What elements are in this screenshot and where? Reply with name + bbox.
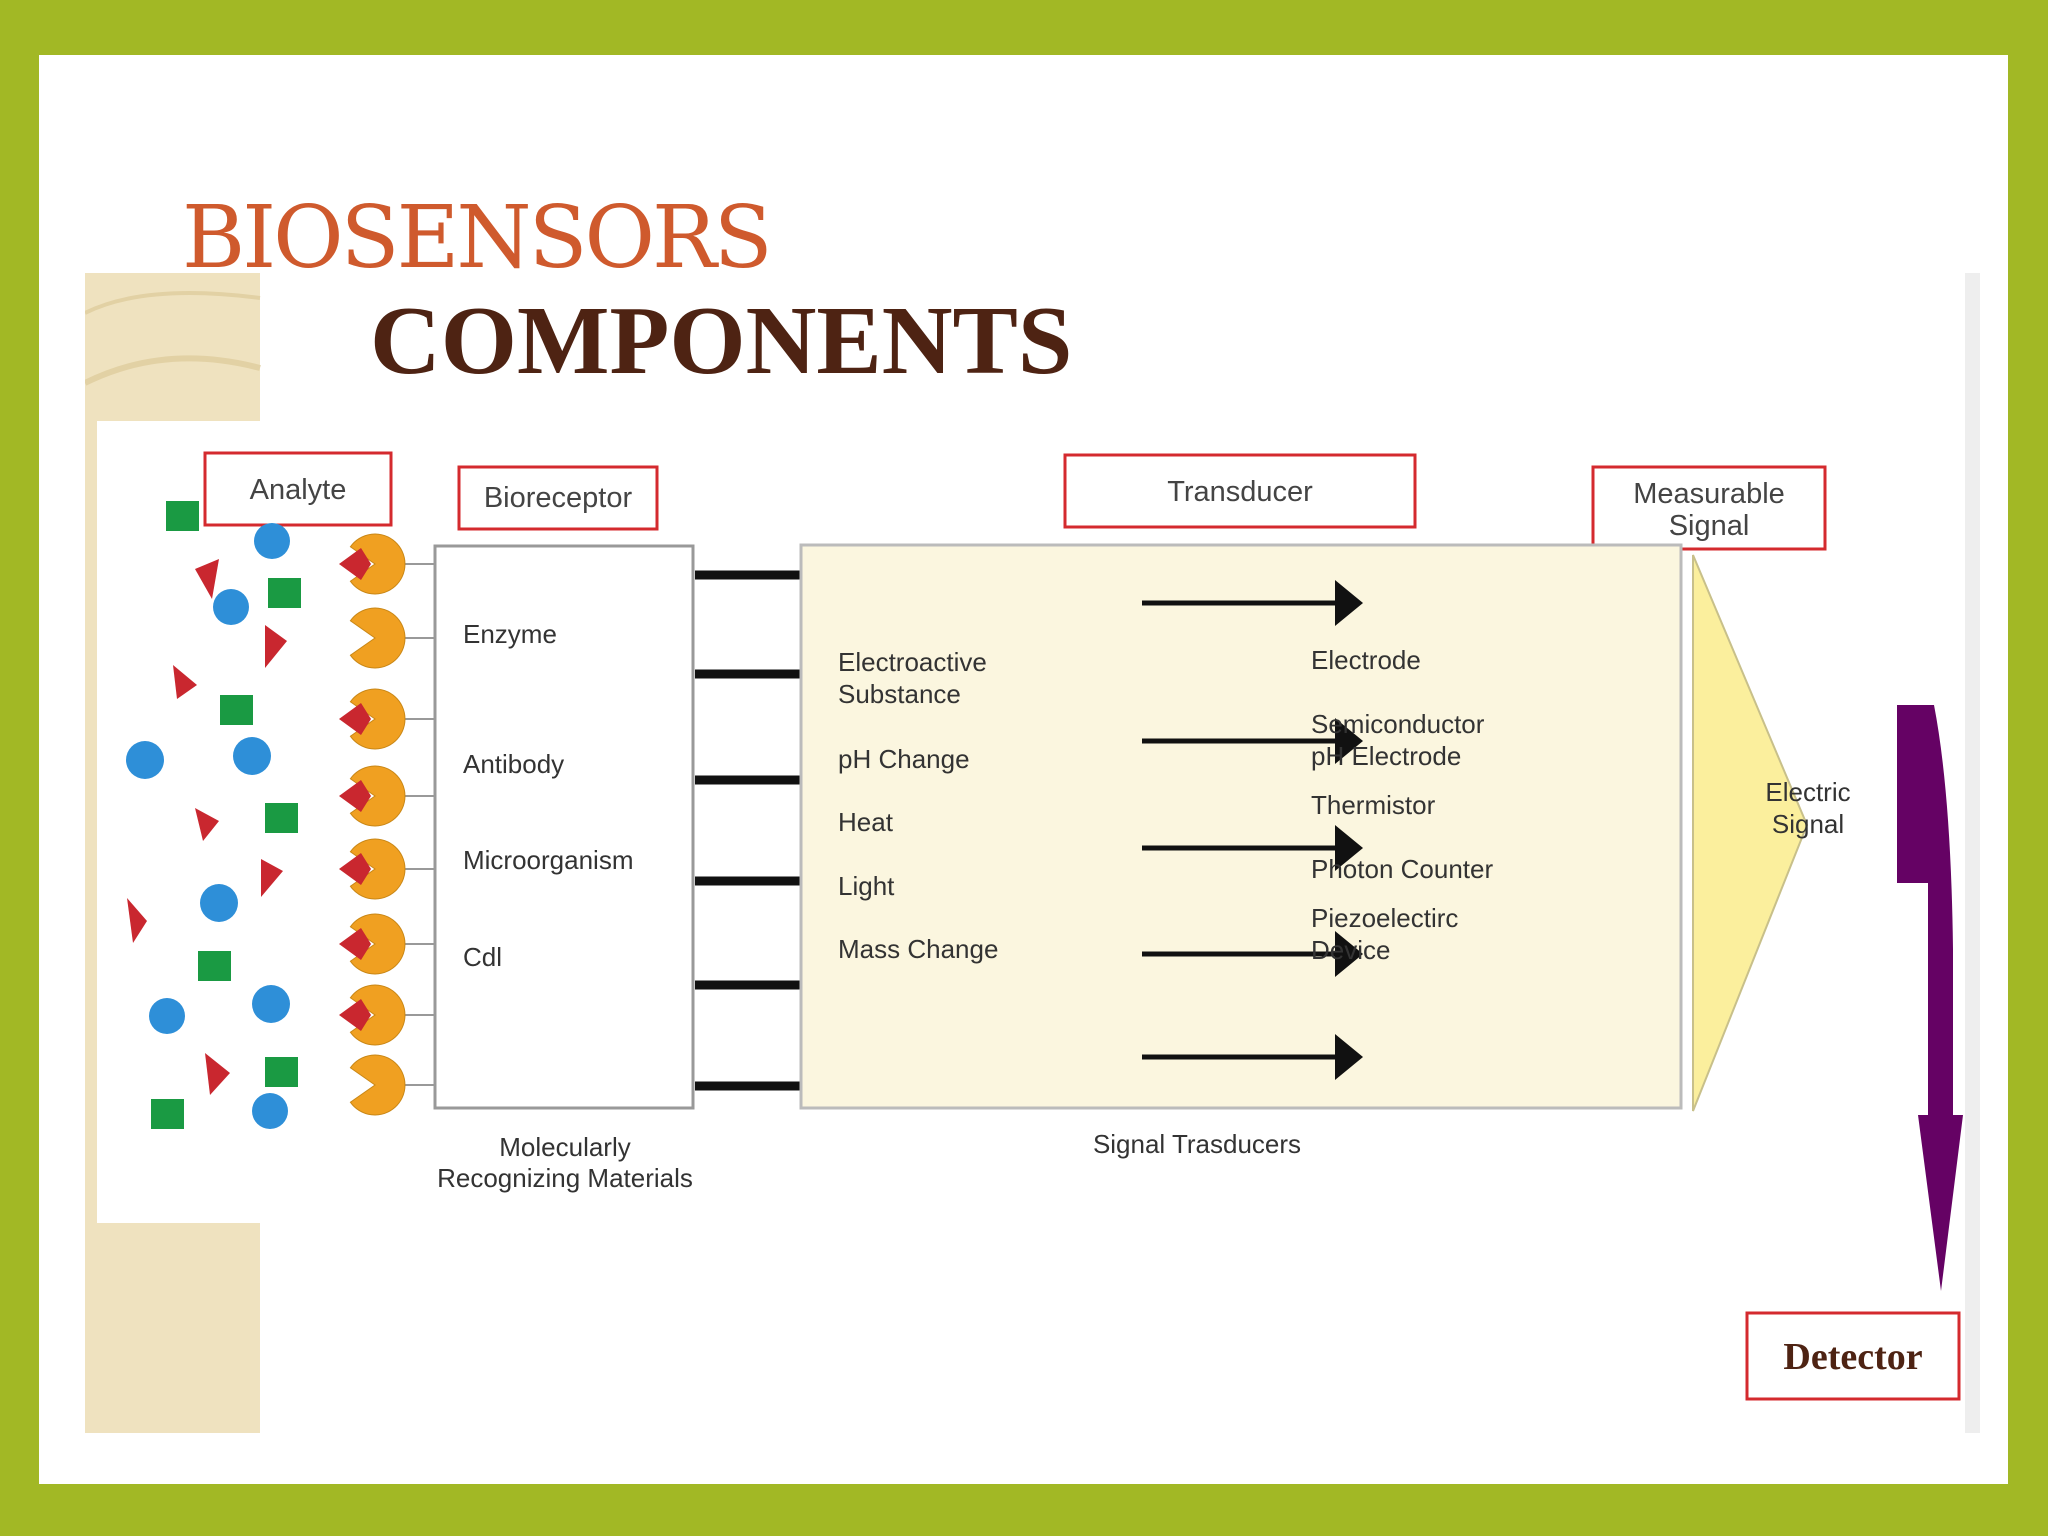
receptor-shape xyxy=(349,913,406,975)
measurable-signal-triangle xyxy=(1692,554,1809,1112)
receptors-column xyxy=(339,533,437,1116)
bioreceptor-item-antibody: Antibody xyxy=(463,749,564,779)
transducer-output-semiconductor-line2: pH Electrode xyxy=(1311,741,1461,771)
bioreceptor-label: Bioreceptor xyxy=(484,482,633,514)
slide-title: BIOSENSORS xyxy=(182,188,773,288)
detector-arrow xyxy=(1897,705,1963,1291)
transducer-input-electroactive-line2: Substance xyxy=(838,679,961,709)
transducer-output-photon-counter: Photon Counter xyxy=(1311,854,1493,884)
receptor-shape xyxy=(349,688,406,750)
measurable-signal-label-line1: Measurable xyxy=(1633,478,1785,510)
thin-arrow-head xyxy=(1335,718,1363,764)
diagram-heading: COMPONENTS xyxy=(370,287,1072,395)
electric-signal-label-line2: Signal xyxy=(1772,809,1844,839)
bioreceptor-item-enzyme: Enzyme xyxy=(463,619,557,649)
transducer-label: Transducer xyxy=(1167,476,1313,508)
measurable-signal-label-line2: Signal xyxy=(1669,510,1750,542)
components-diagram: COMPONENTS Analyte Bioreceptor Transduce… xyxy=(85,273,1980,1433)
transducer-box xyxy=(799,543,1683,1110)
bioreceptor-item-microorganism: Microorganism xyxy=(463,845,634,875)
measurable-signal-label-box: Measurable Signal xyxy=(1591,465,1827,551)
bound-analyte xyxy=(339,780,371,812)
transducer-input-ph-change: pH Change xyxy=(838,744,970,774)
transducer-output-piezo-line1: Piezoelectirc xyxy=(1311,903,1458,933)
decorative-background xyxy=(85,273,1980,1433)
transducer-output-piezo-line2: Device xyxy=(1311,935,1390,965)
bioreceptor-item-cdl: Cdl xyxy=(463,942,502,972)
transducer-caption: Signal Trasducers xyxy=(1093,1129,1301,1159)
detector-label-box: Detector xyxy=(1745,1311,1961,1401)
transducer-output-semiconductor-line1: Semiconductor xyxy=(1311,709,1485,739)
transducer-output-thermistor: Thermistor xyxy=(1311,790,1436,820)
receptor-shape xyxy=(349,984,406,1046)
receptor-shape xyxy=(349,838,406,900)
transducer-input-light: Light xyxy=(838,871,895,901)
bound-analyte xyxy=(339,928,371,960)
transducer-input-mass-change: Mass Change xyxy=(838,934,998,964)
detector-label: Detector xyxy=(1783,1336,1922,1378)
transducer-output-electrode: Electrode xyxy=(1311,645,1421,675)
receptor-shape xyxy=(349,765,406,827)
bioreceptor-items: Enzyme Antibody Microorganism Cdl xyxy=(463,619,634,972)
thin-arrow-head xyxy=(1335,825,1363,871)
analyte-particles xyxy=(126,501,301,1129)
thin-arrow-head xyxy=(1335,1034,1363,1080)
bioreceptor-caption-line2: Recognizing Materials xyxy=(437,1163,693,1193)
bioreceptor-label-box: Bioreceptor xyxy=(457,465,659,531)
analyte-label: Analyte xyxy=(250,474,347,506)
thin-arrow-head xyxy=(1335,931,1363,977)
thin-arrow-head xyxy=(1335,580,1363,626)
transducer-input-electroactive-line1: Electroactive xyxy=(838,647,987,677)
transducer-inputs: Electroactive Substance pH Change Heat L… xyxy=(838,647,998,964)
bound-analyte xyxy=(339,703,371,735)
bound-analyte xyxy=(339,548,371,580)
analyte-label-box: Analyte xyxy=(203,451,393,527)
electric-signal-label-line1: Electric xyxy=(1765,777,1850,807)
bioreceptor-box xyxy=(433,544,695,1110)
bound-analyte xyxy=(339,999,371,1031)
transducer-outputs: Electrode Semiconductor pH Electrode The… xyxy=(1311,645,1493,965)
receptor-shape xyxy=(349,607,406,669)
bioreceptor-caption-line1: Molecularly xyxy=(499,1132,631,1162)
transducer-input-heat: Heat xyxy=(838,807,894,837)
bound-analyte xyxy=(339,853,371,885)
transducer-label-box: Transducer xyxy=(1063,453,1417,529)
receptor-shape xyxy=(349,1054,406,1116)
transducer-thin-arrows xyxy=(1142,580,1363,1080)
receptor-shape xyxy=(349,533,406,595)
